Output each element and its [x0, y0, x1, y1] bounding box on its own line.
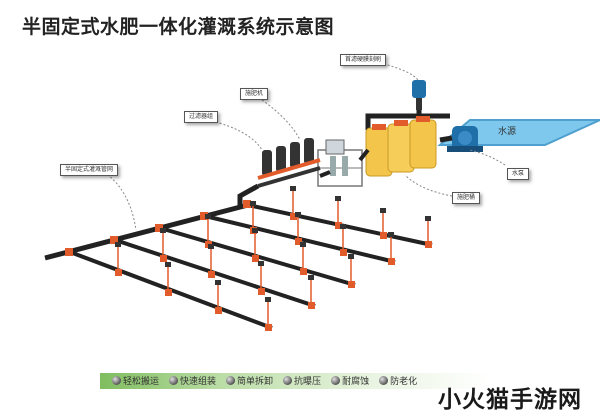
legend-item: 简单拆卸 — [226, 374, 273, 387]
fertilizer-tank-icon — [365, 116, 437, 177]
lateral-pipes — [69, 203, 433, 330]
bullet-icon — [331, 376, 341, 385]
sprinkler-heads — [115, 186, 431, 302]
bullet-icon — [379, 376, 389, 385]
callout-pump: 水泵 — [507, 168, 530, 180]
filter-group-icon — [257, 138, 321, 188]
legend-bar — [100, 373, 490, 389]
bullet-icon — [283, 376, 293, 385]
callout-filter-head: 首滤硬膜刻刷 — [340, 54, 387, 66]
water-source-label: 水源 — [498, 127, 517, 137]
legend-list: 轻松搬运 快速组装 简单拆卸 抗曝压 耐腐蚀 防老化 — [112, 374, 417, 387]
pump-icon — [447, 126, 483, 152]
legend-item: 抗曝压 — [283, 374, 321, 387]
sprinkler-icon — [117, 190, 429, 324]
bullet-icon — [112, 376, 121, 385]
legend-item: 防老化 — [379, 374, 417, 387]
bullet-icon — [169, 376, 179, 385]
callout-filter-system: 过滤器组 — [184, 111, 219, 123]
valve-icon — [412, 80, 426, 110]
callout-semi-fixed-pipe: 半固定式灌溉管网 — [60, 164, 119, 176]
callout-fertilizer-bucket: 施肥桶 — [452, 192, 481, 204]
legend-item: 轻松搬运 — [112, 374, 159, 387]
legend-item: 快速组装 — [169, 374, 216, 387]
page-title: 半固定式水肥一体化灌溉系统示意图 — [22, 16, 335, 38]
fertigation-machine-icon — [317, 139, 363, 187]
callout-fertilizer-tank: 施肥机 — [240, 88, 269, 100]
watermark: 小火猫手游网 — [438, 387, 582, 413]
legend-item: 耐腐蚀 — [331, 374, 369, 387]
bullet-icon — [226, 376, 236, 385]
pipe-fittings — [65, 200, 432, 331]
